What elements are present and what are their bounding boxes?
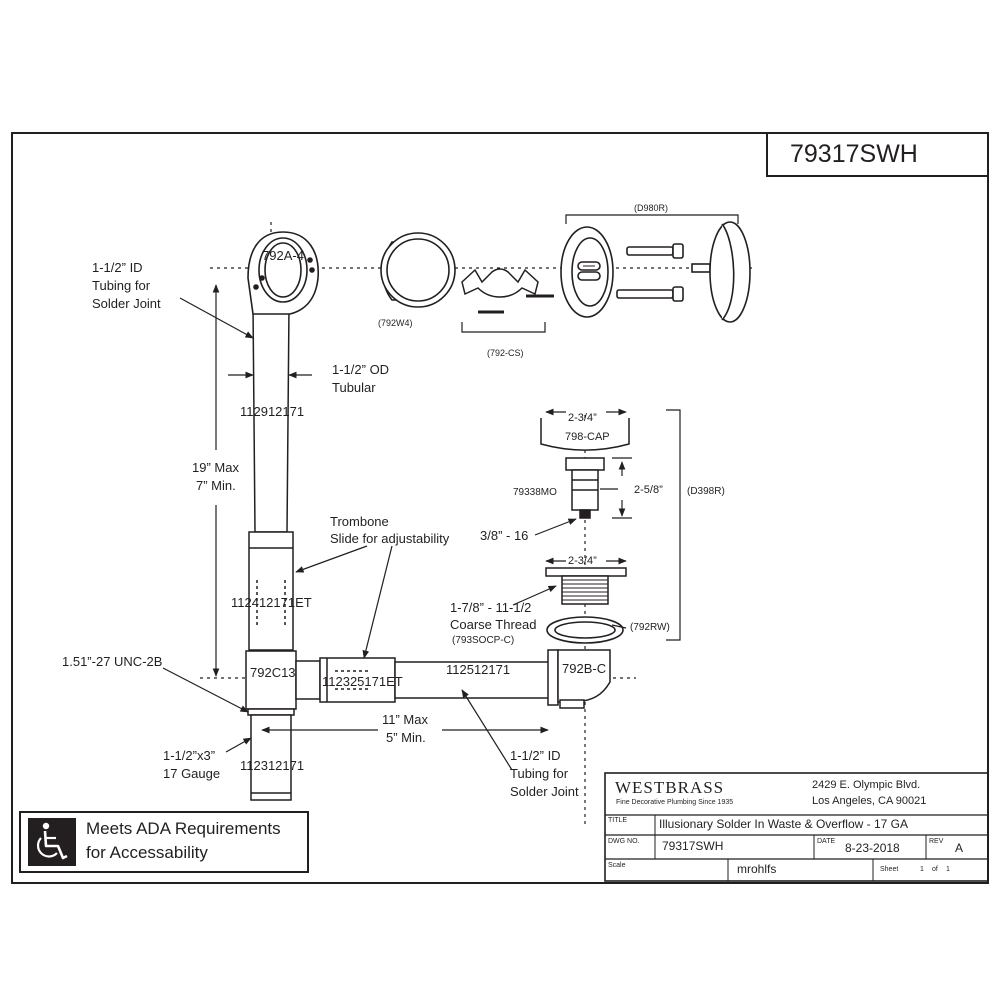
part-tube-horizontal: 112512171 [446,662,511,677]
cover-bracket [461,268,554,314]
address-line2: Los Angeles, CA 90021 [812,795,927,807]
date-label: DATE [817,838,836,845]
brand-name: WESTBRASS [615,778,725,797]
part-tee: 792C13 [250,665,296,680]
gauge-line2: 17 Gauge [163,766,221,781]
drain-flange [545,567,627,605]
drawing-title: Illusionary Solder In Waste & Overflow -… [659,817,908,831]
waste-elbow [547,649,611,709]
drawing-number: 79317SWH [790,140,918,168]
ada-text-line1: Meets ADA Requirements [86,819,281,838]
rev-value: A [955,841,964,855]
drawn-by: mrohlfs [737,862,777,876]
part-cover-screws: (792-CS) [487,348,524,358]
drain-stopper [540,418,630,519]
rev-label: REV [929,838,944,845]
drawing-border [11,132,989,884]
drawing-number-frame [766,133,988,177]
unc-thread-callout: 1.51”-27 UNC-2B [62,654,163,669]
id-tubing-top-line1: 1-1/2” ID [92,260,143,275]
part-tube-tail: 112312171 [240,758,305,773]
od-tubular-line1: 1-1/2” OD [332,362,390,377]
od-tubular-line2: Tubular [332,380,376,395]
gauge-line1: 1-1/2”x3” [163,748,216,763]
ada-text-line2: for Accessability [86,843,208,862]
trombone-line1: Trombone [330,514,389,529]
vertical-min-dimension: 7” Min. [196,478,236,493]
trombone-line2: Slide for adjustability [330,531,450,546]
sheet-label: Sheet [880,866,899,873]
part-elbow-bottom: 792B-C [562,661,607,676]
part-stem: 79338MO [513,487,557,498]
part-tube-vertical: 112912171 [240,404,305,419]
dimension-lines [212,214,739,734]
sheet-of-label: of [932,866,938,873]
id-tubing-top-line2: Tubing for [92,278,151,293]
part-elbow-top: 792A-4 [262,248,304,263]
coarse-thread-line1: 1-7/8” - 11-1/2 [450,600,532,615]
coarse-thread-line2: Coarse Thread [450,617,537,632]
stem-height-dimension: 2-5/8” [634,484,663,496]
part-slide-horizontal: 112325171ET [322,674,403,689]
part-washer: (792RW) [630,622,670,633]
dwg-no-label: DWG NO. [608,838,640,845]
title-label: TITLE [608,817,628,824]
stem-thread-callout: 3/8” - 16 [480,528,529,543]
title-block-frame [604,772,989,882]
id-tubing-top-line3: Solder Joint [92,296,161,311]
overflow-elbow [247,231,319,315]
cap-width-dimension: 2-3/4” [568,412,597,424]
part-gasket-top: (792W4) [378,318,413,328]
leader-lines [162,297,627,771]
sheet-total: 1 [946,866,950,873]
wheelchair-icon [28,818,76,866]
part-drain-group: (D398R) [687,486,725,497]
brand-tagline: Fine Decorative Plumbing Since 1935 [616,799,734,806]
id-tubing-bottom-line3: Solder Joint [510,784,579,799]
address-line1: 2429 E. Olympic Blvd. [812,779,921,791]
part-tube-trombone: 112412171ET [231,595,312,610]
dwg-no-value: 79317SWH [662,839,724,853]
date-value: 8-23-2018 [845,841,900,855]
id-tubing-bottom-line2: Tubing for [510,766,569,781]
faceplate-assembly [560,221,751,323]
part-cap: 798-CAP [565,431,610,443]
part-faceplate-group: (D980R) [634,203,669,213]
rubber-washer [546,616,624,644]
vertical-overflow-tube [248,305,294,651]
vertical-max-dimension: 19” Max [192,460,239,475]
tee-fitting [245,650,321,801]
scale-label: Scale [608,862,626,869]
flange-width-dimension: 2-3/4” [568,555,597,567]
sheet-number: 1 [920,866,924,873]
overflow-gasket [380,232,456,308]
part-flange: (793SOCP-C) [452,635,515,646]
horizontal-max-dimension: 11” Max [382,712,428,727]
id-tubing-bottom-line1: 1-1/2” ID [510,748,561,763]
horizontal-min-dimension: 5” Min. [386,730,426,745]
